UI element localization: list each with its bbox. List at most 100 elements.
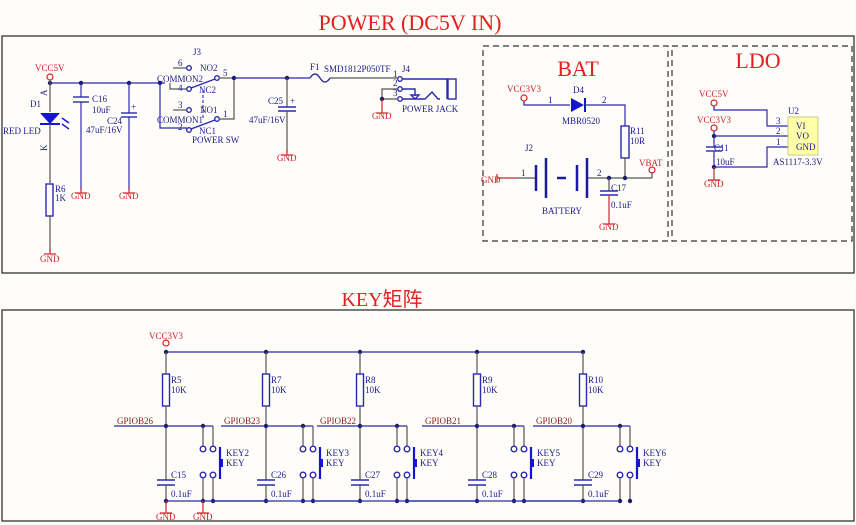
c11-capacitor: C11 10uF: [706, 131, 735, 168]
svg-text:1: 1: [393, 69, 398, 79]
svg-text:47uF/16V: 47uF/16V: [249, 115, 286, 125]
svg-text:NC2: NC2: [199, 85, 216, 95]
gnd-symbol: GND: [40, 248, 60, 264]
svg-text:2: 2: [178, 122, 183, 132]
cap-ref: C29: [588, 470, 604, 480]
svg-text:NC1: NC1: [199, 126, 216, 136]
svg-text:VCC5V: VCC5V: [699, 89, 729, 99]
svg-text:10uF: 10uF: [716, 157, 735, 167]
pullup-resistor: [578, 373, 588, 407]
svg-text:6: 6: [178, 58, 183, 68]
svg-text:MBR0520: MBR0520: [562, 116, 601, 126]
cap-value: 0.1uF: [271, 489, 292, 499]
svg-text:GND: GND: [71, 191, 91, 201]
svg-text:U2: U2: [788, 106, 799, 116]
pullup-resistor: [261, 373, 271, 407]
svg-text:GND: GND: [599, 222, 619, 232]
svg-text:2: 2: [776, 126, 781, 136]
svg-text:GND: GND: [481, 175, 501, 185]
svg-text:1: 1: [521, 168, 526, 178]
c24-capacitor: + C24 47uF/16V GND: [86, 83, 139, 201]
cap-value: 0.1uF: [171, 489, 192, 499]
svg-text:3: 3: [393, 88, 398, 98]
svg-text:R6: R6: [55, 184, 66, 194]
svg-text:GND: GND: [372, 111, 392, 121]
j3-power-switch[interactable]: J3 6 NO2 COMMON2 5 4 NC2 3 NO1 COMMON1 1…: [157, 47, 240, 145]
svg-text:RED LED: RED LED: [3, 126, 41, 136]
svg-text:VBAT: VBAT: [639, 158, 663, 168]
bat-title: BAT: [557, 56, 599, 81]
f1-fuse: F1 SMD1812P050TF: [309, 62, 397, 83]
resistor-ref: R5: [171, 375, 182, 385]
svg-text:GND: GND: [277, 153, 297, 163]
svg-text:GND: GND: [119, 191, 139, 201]
svg-text:SMD1812P050TF: SMD1812P050TF: [324, 64, 391, 74]
svg-text:VO: VO: [796, 131, 809, 141]
svg-text:VCC3V3: VCC3V3: [149, 331, 184, 341]
svg-text:R11: R11: [630, 126, 645, 136]
svg-text:GND: GND: [193, 512, 213, 522]
svg-text:C24: C24: [107, 116, 123, 126]
gpio-net-label: GPIOB23: [224, 416, 261, 426]
vcc5v-port: VCC5V: [35, 63, 65, 81]
r11-resistor: R11 10R: [620, 125, 645, 178]
svg-text:C16: C16: [92, 94, 108, 104]
d1-led: D1 RED LED A K: [3, 80, 70, 183]
ldo-vcc5v-port: VCC5V: [699, 89, 788, 127]
svg-text:BATTERY: BATTERY: [542, 206, 583, 216]
c25-capacitor: + C25 47uF/16V GND: [249, 78, 297, 163]
ldo-title: LDO: [735, 48, 780, 73]
gpio-net-label: GPIOB26: [117, 416, 154, 426]
u2-ldo-regulator: U2 3 2 1 VI VO GND AS1117-3.3V: [773, 106, 823, 167]
power-frame: [1, 35, 855, 274]
cap-ref: C28: [482, 470, 498, 480]
svg-text:+: +: [131, 102, 136, 112]
key-ref: KEY6: [643, 448, 666, 458]
cap-ref: C26: [271, 470, 287, 480]
svg-text:COMMON2: COMMON2: [157, 74, 203, 84]
cap-value: 0.1uF: [365, 489, 386, 499]
cap-value: 0.1uF: [588, 489, 609, 499]
svg-text:0.1uF: 0.1uF: [611, 200, 632, 210]
svg-text:1: 1: [223, 109, 228, 119]
svg-text:2: 2: [597, 168, 602, 178]
key-ref: KEY4: [420, 448, 443, 458]
resistor-ref: R10: [588, 375, 604, 385]
svg-text:J2: J2: [525, 143, 533, 153]
junction: [622, 175, 628, 181]
j4-power-jack[interactable]: J4 1 2 3 GND POWER JACK: [372, 64, 459, 121]
bat-vcc3v3-port: VCC3V3: [507, 84, 542, 102]
ldo-gnd: GND: [704, 167, 724, 189]
key-gnd: GND GND: [156, 501, 213, 522]
svg-text:AS1117-3.3V: AS1117-3.3V: [773, 157, 823, 167]
svg-text:POWER SW: POWER SW: [192, 135, 240, 145]
svg-text:J4: J4: [402, 64, 411, 74]
svg-text:10uF: 10uF: [92, 105, 111, 115]
ldo-block: [671, 45, 853, 242]
svg-text:GND: GND: [40, 254, 60, 264]
key-value: KEY: [420, 458, 439, 468]
key-frame: [1, 309, 855, 522]
gpio-net-label: GPIOB21: [425, 416, 461, 426]
svg-text:NO1: NO1: [200, 105, 218, 115]
svg-text:C25: C25: [268, 96, 284, 106]
svg-text:1: 1: [548, 95, 553, 105]
resistor-ref: R8: [365, 375, 376, 385]
svg-text:D1: D1: [30, 99, 41, 109]
key-value: KEY: [326, 458, 345, 468]
resistor-value: 10K: [588, 385, 604, 395]
svg-text:VI: VI: [796, 121, 806, 131]
resistor-value: 10K: [271, 385, 287, 395]
pullup-resistor: [472, 373, 482, 407]
key-ref: KEY5: [537, 448, 560, 458]
